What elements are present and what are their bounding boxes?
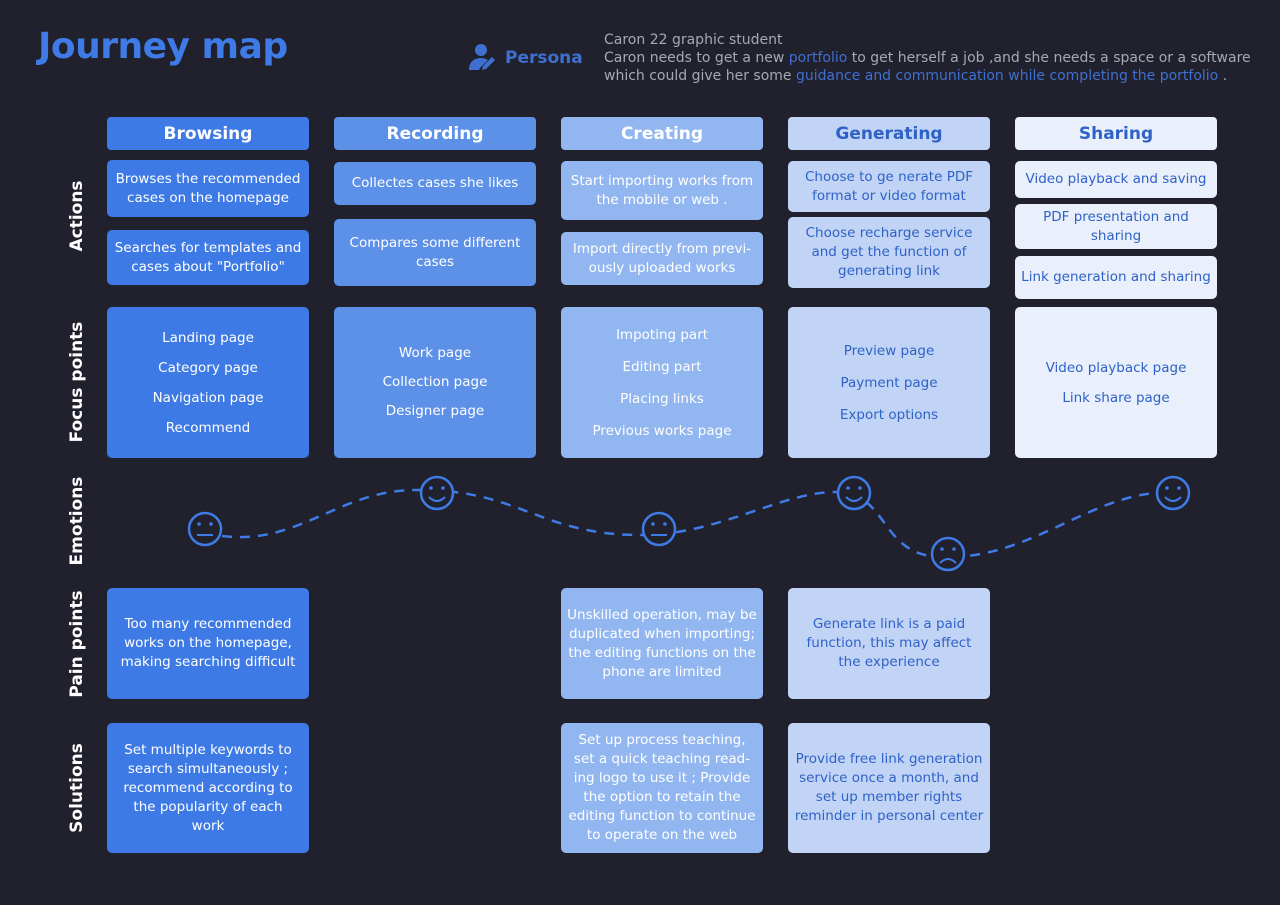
focus-card-generating: Preview page Payment page Export options (788, 307, 990, 458)
smiling-face-icon (419, 475, 455, 511)
solution-card-generating: Provide free link generation service onc… (788, 723, 990, 853)
focus-item: Impoting part (615, 326, 709, 343)
row-label-actions: Actions (67, 180, 87, 252)
row-label-solutions: Solutions (67, 743, 87, 833)
emotion-curve (187, 475, 1191, 572)
solution-card-browsing: Set multiple keywords to search simultan… (107, 723, 309, 853)
focus-item: Category page (158, 359, 258, 376)
focus-item: Placing links (620, 390, 704, 407)
persona-line-2: Caron needs to get a new portfolio to ge… (604, 49, 1264, 67)
stage-header-browsing: Browsing (107, 117, 309, 150)
persona-description: Caron 22 graphic student Caron needs to … (604, 31, 1264, 85)
persona-text-segment: to get herself a job ,and she needs a sp… (847, 50, 1251, 66)
focus-card-recording: Work page Collection page Designer page (334, 307, 536, 458)
action-card: Browses the recommended cases on the hom… (107, 160, 309, 217)
focus-item: Work page (398, 345, 472, 361)
persona-line-3: which could give her some guidance and c… (604, 67, 1264, 85)
smiling-face-icon (1155, 475, 1191, 511)
smiling-face-icon (836, 475, 872, 511)
pain-point-card-creating: Unskilled operation, may be duplicated w… (561, 588, 763, 699)
pain-point-card-generating: Generate link is a paid function, this m… (788, 588, 990, 699)
focus-item: Landing page (162, 329, 254, 346)
persona-line-1: Caron 22 graphic student (604, 32, 783, 48)
focus-item: Recommend (165, 419, 251, 436)
focus-item: Export options (839, 406, 939, 423)
action-card: PDF presentation and sharing (1015, 204, 1217, 249)
focus-card-browsing: Landing page Category page Navigation pa… (107, 307, 309, 458)
stage-header-creating: Creating (561, 117, 763, 150)
action-card: Start importing works from the mobile or… (561, 161, 763, 220)
focus-card-sharing: Video playback page Link share page (1015, 307, 1217, 458)
stage-header-sharing: Sharing (1015, 117, 1217, 150)
focus-item: Link share page (1062, 389, 1170, 406)
focus-item: Collection page (382, 374, 488, 390)
user-edit-icon (469, 44, 495, 70)
focus-card-creating: Impoting part Editing part Placing links… (561, 307, 763, 458)
stage-header-recording: Recording (334, 117, 536, 150)
persona-highlight: portfolio (788, 50, 848, 66)
focus-item: Preview page (843, 342, 935, 359)
action-card: Choose to ge nerate PDF format or video … (788, 161, 990, 212)
focus-item: Video playback page (1045, 359, 1187, 376)
persona-label: Persona (505, 48, 583, 68)
action-card: Collectes cases she likes (334, 162, 536, 205)
action-card: Searches for templates and cases about "… (107, 230, 309, 285)
persona-text-segment: Caron needs to get a new (604, 50, 789, 66)
frowning-face-icon (930, 536, 966, 572)
solution-card-creating: Set up process teaching, set a quick tea… (561, 723, 763, 853)
row-label-focus-points: Focus points (67, 321, 87, 443)
neutral-face-icon (641, 511, 677, 547)
focus-item: Designer page (385, 403, 485, 419)
persona-text-segment: . (1218, 68, 1228, 84)
persona-highlight: guidance and communication while complet… (795, 68, 1219, 84)
focus-item: Payment page (840, 374, 938, 391)
action-card: Video playback and saving (1015, 161, 1217, 198)
page-title: Journey map (38, 26, 288, 67)
action-card: Compares some different cases (334, 219, 536, 286)
action-card: Import directly from previ-ously uploade… (561, 232, 763, 285)
neutral-face-icon (187, 511, 223, 547)
focus-item: Navigation page (152, 389, 264, 406)
pain-point-card-browsing: Too many recommended works on the homepa… (107, 588, 309, 699)
focus-item: Previous works page (592, 422, 732, 439)
persona-text-segment: which could give her some (604, 68, 796, 84)
focus-item: Editing part (622, 358, 702, 375)
stage-header-generating: Generating (788, 117, 990, 150)
row-label-pain-points: Pain points (67, 590, 87, 698)
action-card: Choose recharge service and get the func… (788, 217, 990, 288)
action-card: Link generation and sharing (1015, 256, 1217, 299)
